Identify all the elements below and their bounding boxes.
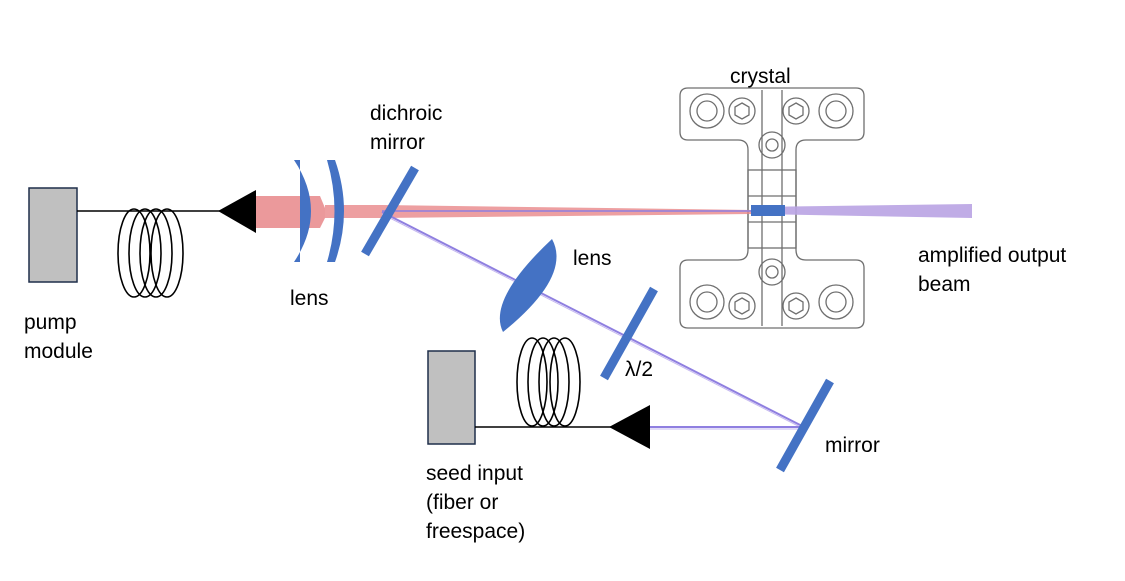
crystal xyxy=(751,205,785,216)
pump-module-box xyxy=(28,187,78,283)
half-wave-plate-label: λ/2 xyxy=(625,358,654,381)
dichroic-mirror-label-line1: dichroic xyxy=(370,102,443,125)
crystal-label: crystal xyxy=(730,65,791,88)
crystal-mount-icon xyxy=(679,87,865,329)
seed-input-label-line3: freespace) xyxy=(426,520,526,543)
seed-beam-diagonal xyxy=(381,211,807,429)
seed-module-box xyxy=(427,350,476,445)
seed-lens xyxy=(499,239,557,332)
coil-icon xyxy=(516,337,581,427)
pump-module-label-line2: module xyxy=(24,340,93,363)
fold-mirror xyxy=(776,378,834,473)
half-wave-plate xyxy=(600,286,658,381)
seed-lens-label: lens xyxy=(573,247,612,270)
mirror-label: mirror xyxy=(825,434,880,457)
output-beam xyxy=(752,204,972,218)
pump-module-label-line1: pump xyxy=(24,311,77,334)
triangle-icon xyxy=(609,405,650,449)
seed-input-label-line2: (fiber or xyxy=(426,491,499,514)
pump-beam-cone xyxy=(252,196,325,228)
coil-icon xyxy=(117,208,184,298)
dichroic-mirror xyxy=(361,165,419,257)
dichroic-mirror-label-line2: mirror xyxy=(370,131,425,154)
pump-lens-label: lens xyxy=(290,287,329,310)
pump-lens xyxy=(294,160,344,262)
output-beam-label-line2: beam xyxy=(918,273,971,296)
output-beam-label-line1: amplified output xyxy=(918,244,1067,267)
triangle-icon xyxy=(218,190,256,233)
seed-beam-diagonal-edge xyxy=(381,213,807,431)
seed-input-label-line1: seed input xyxy=(426,462,523,485)
